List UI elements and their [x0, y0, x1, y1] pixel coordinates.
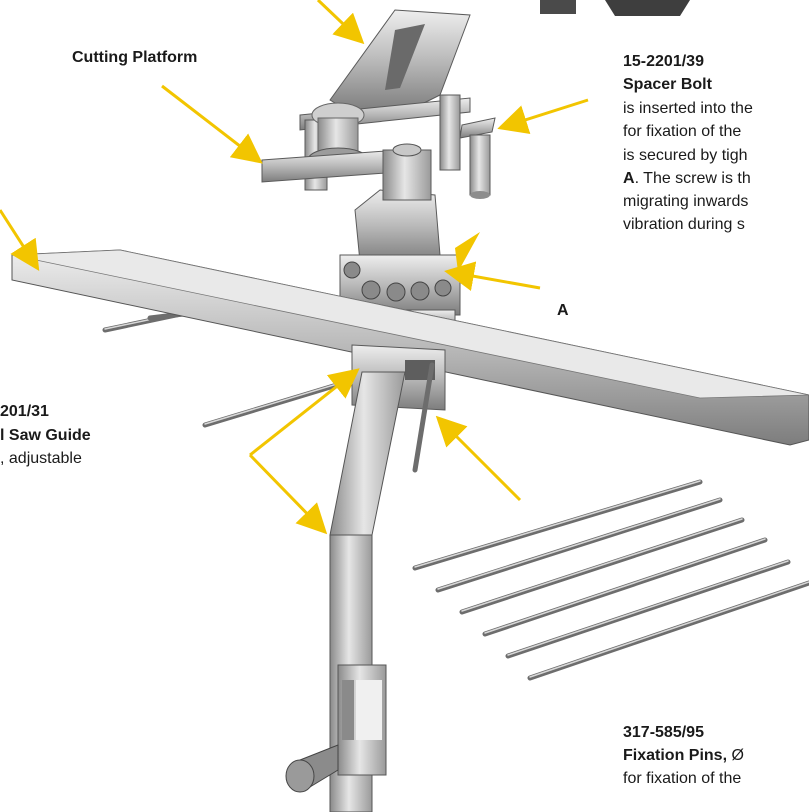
spacer-bolt-desc-1: is inserted into the: [623, 100, 753, 117]
cutting-platform-label: Cutting Platform: [72, 49, 198, 66]
saw-guide-rod: [285, 371, 406, 812]
top-right-parts: [540, 0, 690, 16]
saw-guide-code: 201/31: [0, 403, 49, 420]
spacer-bolt-desc-6: vibration during s: [623, 216, 745, 233]
fixation-pins-name-line: Fixation Pins, Ø: [623, 746, 744, 766]
marker-a-label: A: [557, 302, 569, 319]
spacer-bolt-desc-5: migrating inwards: [623, 193, 749, 210]
fixation-pins-code: 317-585/95: [623, 724, 704, 741]
spacer-bolt: [459, 117, 496, 199]
arrow-a-head: [455, 232, 480, 272]
clamp-pin: [412, 362, 435, 473]
spacer-bolt-desc-4-rest: . The screw is th: [634, 170, 751, 187]
fixation-pins-set: [412, 479, 809, 681]
cutting-platform: [261, 9, 471, 191]
spacer-bolt-marker-a: A: [623, 170, 635, 187]
fixation-pins-desc: for fixation of the: [623, 770, 742, 787]
saw-guide-name: l Saw Guide: [0, 427, 91, 444]
spacer-bolt-desc-2: for fixation of the: [623, 123, 742, 140]
fixation-pins-name: Fixation Pins,: [623, 747, 728, 764]
cross-bar: [11, 249, 809, 446]
spacer-bolt-desc-4: A. The screw is th: [623, 169, 751, 189]
spacer-bolt-code: 15-2201/39: [623, 53, 704, 70]
saw-guide-desc: , adjustable: [0, 450, 82, 467]
spacer-bolt-desc-3: is secured by tigh: [623, 147, 748, 164]
spacer-bolt-name: Spacer Bolt: [623, 76, 712, 93]
fixation-pins-diameter: Ø: [727, 747, 744, 764]
leader-lines: [0, 0, 589, 535]
